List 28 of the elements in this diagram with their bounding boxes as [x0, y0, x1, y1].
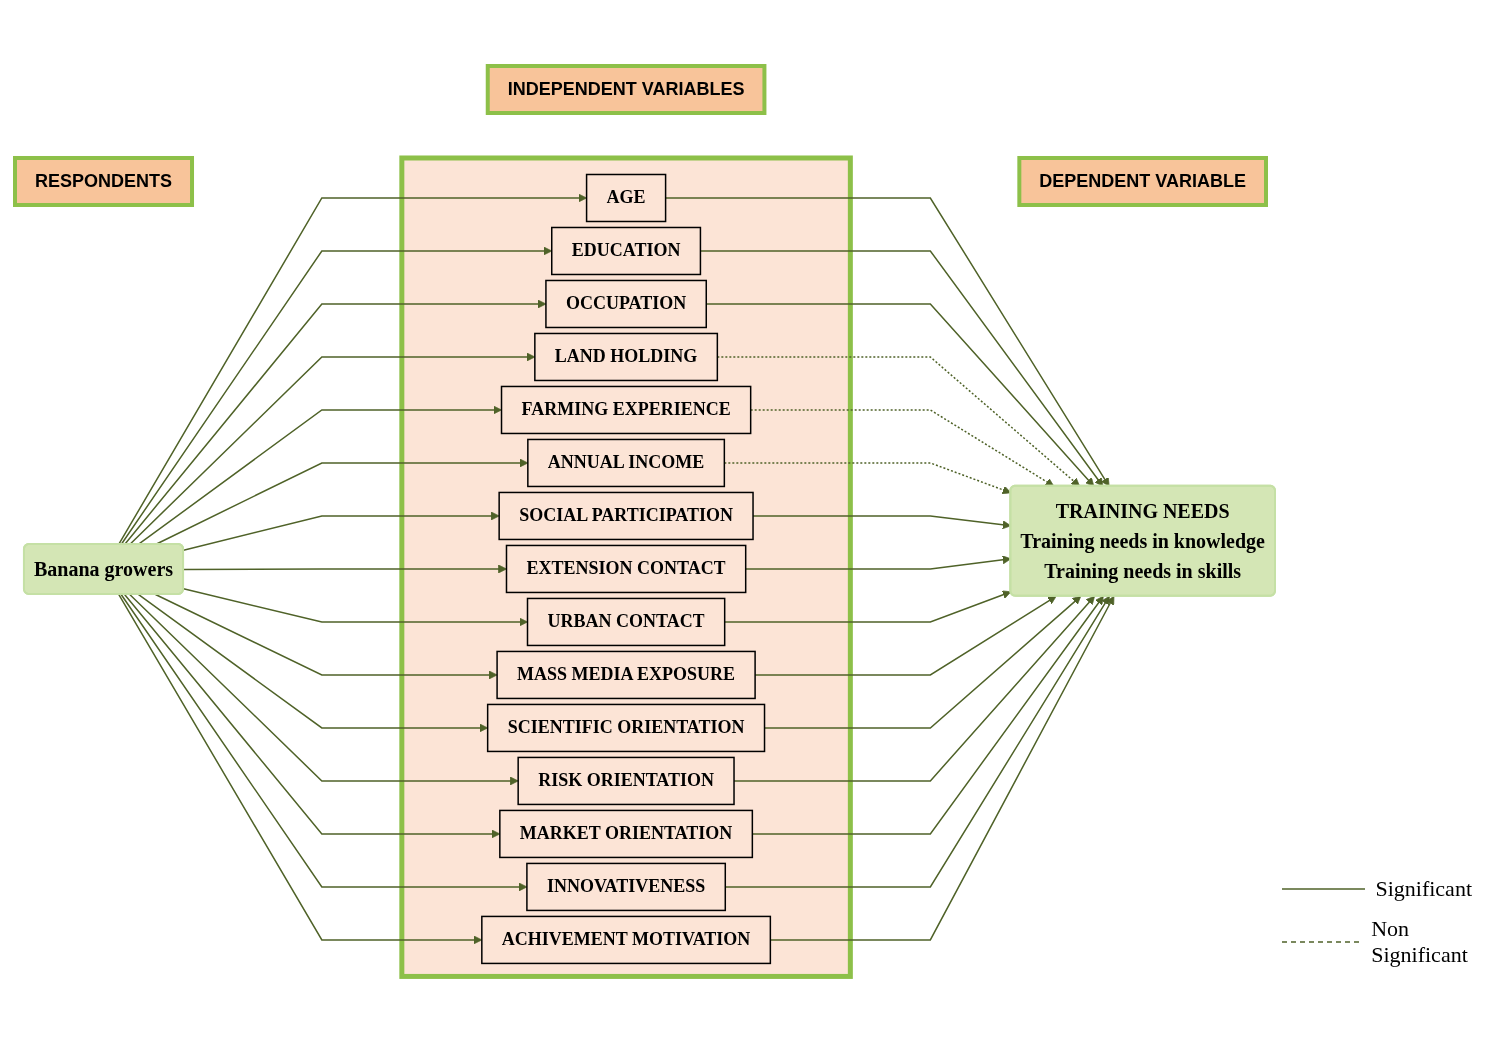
arrow: [137, 405, 502, 545]
node-box: [498, 491, 754, 540]
node-box: [505, 544, 747, 593]
node-box: [534, 332, 719, 381]
node-box: [500, 385, 752, 434]
node-box: [499, 809, 754, 858]
arrow: [154, 593, 498, 680]
node-box: [13, 155, 194, 207]
legend-label: Non Significant: [1371, 916, 1469, 968]
node-box: [526, 597, 726, 646]
node-box: [551, 226, 702, 275]
arrow: [182, 587, 528, 627]
node-box: [486, 703, 766, 752]
arrow: [129, 593, 519, 786]
arrow: [117, 193, 587, 545]
cluster: [399, 155, 853, 979]
node-box: [527, 438, 726, 487]
node-box: [496, 650, 756, 699]
node-box: [526, 862, 727, 911]
legend-label: Significant: [1375, 876, 1472, 902]
node-box: [485, 63, 767, 115]
arrow: [182, 511, 500, 551]
diagram: RESPONDENTS Banana growers INDEPENDENT VARIABLES AGE EDUCATION OCCUPATION LAND HOLDING FARMING EXPERIENCE ANNUAL INCOME SOCIAL PARTICIPATION EXTENSION CONTACT URBAN CONTACT MASS MEDIA EXPOSURE SCIENTIFIC ORIENTATION RISK ORIENTATION MARKET ORIENTATION INNOVATIVENESS ACHIVEMENT MOTIVATION DEPENDENT VARIABLE TRAINING NEEDS Training needs in knowledge Training needs in skills: [5, 55, 1285, 987]
node-box: [545, 279, 707, 328]
node-box: [585, 173, 667, 222]
node-box: [517, 756, 735, 805]
node-box: [1017, 155, 1268, 207]
node-box: [481, 915, 772, 964]
